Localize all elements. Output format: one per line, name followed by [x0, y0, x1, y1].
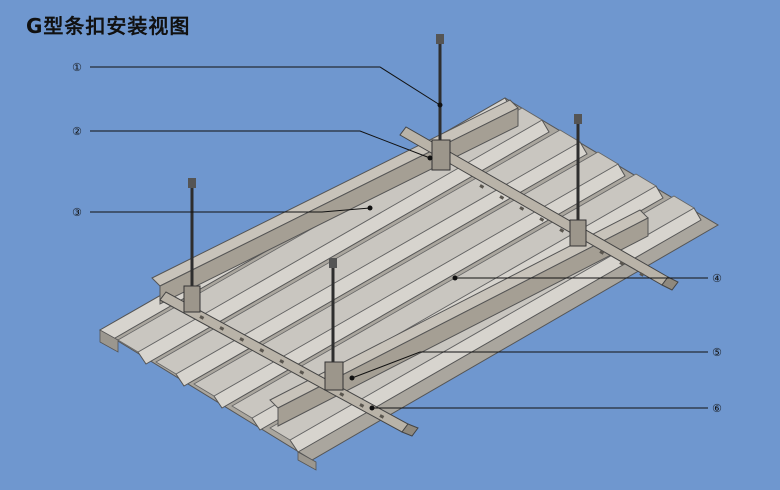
rod-tops — [188, 34, 582, 268]
leader-dots — [349, 102, 458, 411]
callout-3: ③ — [72, 206, 82, 219]
callout-4: ④ — [712, 272, 722, 285]
hanger-brackets — [183, 139, 587, 391]
callout-2: ② — [72, 125, 82, 138]
callout-6: ⑥ — [712, 402, 722, 415]
callout-1: ① — [72, 61, 82, 74]
page-title: G型条扣安装视图 — [26, 14, 191, 38]
leader-lines — [90, 66, 708, 409]
callout-5: ⑤ — [712, 346, 722, 359]
